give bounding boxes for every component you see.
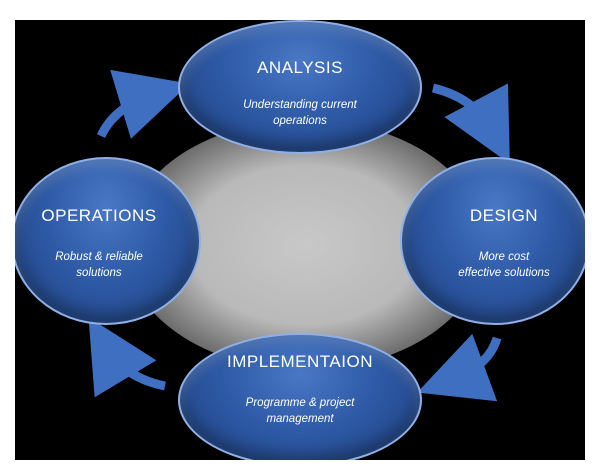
node-title: IMPLEMENTAION <box>227 352 373 371</box>
node-analysis: ANALYSIS Understanding current operation… <box>178 20 422 154</box>
node-description: Understanding current operations <box>180 97 420 129</box>
node-description-line: Understanding current <box>243 99 357 111</box>
node-design: DESIGN More cost effective solutions <box>400 157 585 325</box>
cycle-arrows <box>88 69 510 402</box>
node-description-line: effective solutions <box>458 267 550 279</box>
node-title: DESIGN <box>469 206 539 225</box>
node-implementation: IMPLEMENTAION Programme & project manage… <box>178 333 422 460</box>
node-description: Robust & reliable solutions <box>15 249 199 281</box>
node-description-line: operations <box>273 115 327 127</box>
arrow-analysis-to-design <box>431 83 510 164</box>
arrow-design-to-implementation <box>417 333 502 402</box>
node-description-line: solutions <box>76 267 122 279</box>
arrow-implementation-to-operations <box>88 317 166 398</box>
node-title: OPERATIONS <box>41 206 157 225</box>
node-description-line: management <box>266 413 334 425</box>
node-description-line: More cost <box>478 251 530 263</box>
node-operations: OPERATIONS Robust & reliable solutions <box>15 157 201 325</box>
cycle-diagram: ANALYSIS Understanding current operation… <box>15 20 585 460</box>
node-title: ANALYSIS <box>257 58 343 77</box>
node-description-line: Programme & project <box>245 397 355 409</box>
arrow-operations-to-analysis <box>96 69 190 139</box>
node-description-line: Robust & reliable <box>55 251 143 263</box>
node-description: Programme & project management <box>180 395 420 427</box>
node-description: More cost effective solutions <box>402 249 585 281</box>
